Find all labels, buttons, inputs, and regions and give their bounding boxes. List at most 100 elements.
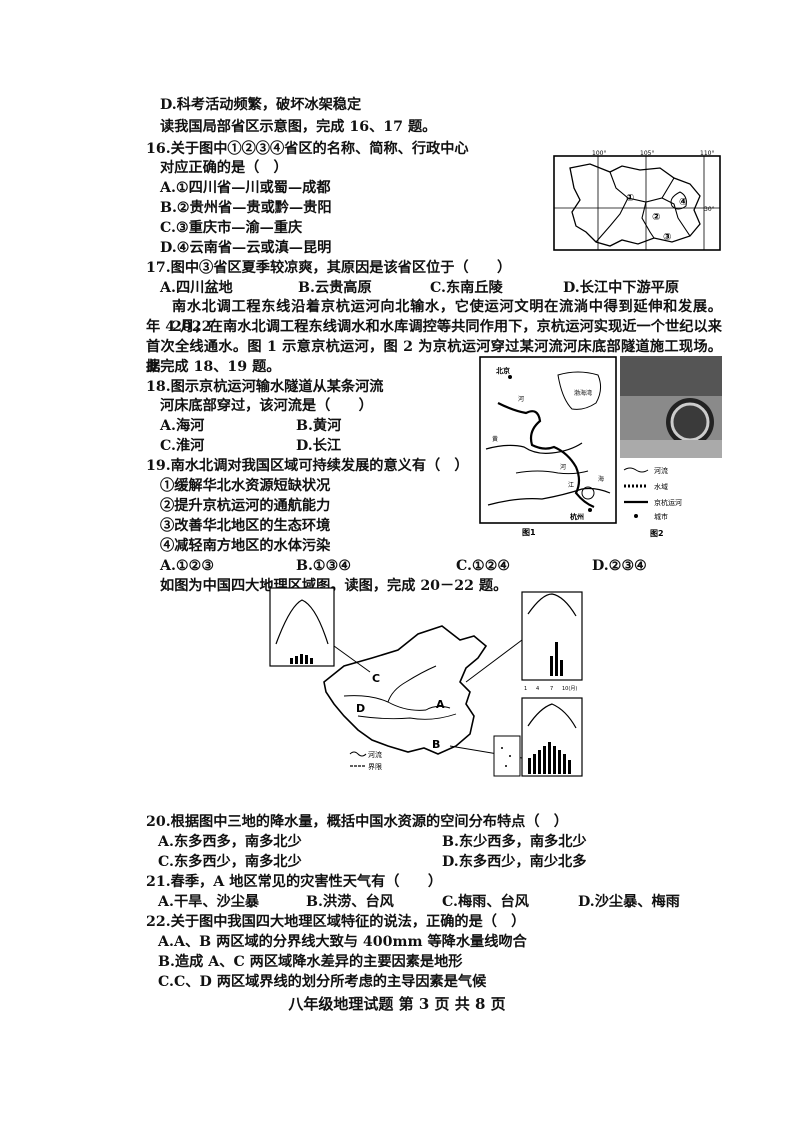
cb-bar [538, 750, 541, 774]
q19-item-1: ①缓解华北水资源短缺状况 [160, 478, 331, 494]
cr-bar [550, 656, 553, 676]
legend-river-label: 河流 [654, 466, 668, 475]
cl-bar [295, 656, 298, 664]
q19-option-c: C.①②④ [456, 558, 511, 574]
yangtze-river [487, 487, 611, 506]
province-borders [595, 171, 691, 243]
yellow-river [485, 442, 583, 454]
province-3-mark: ③ [663, 232, 671, 243]
city-hangzhou-label: 杭州 [570, 512, 584, 521]
q21-stem: 21.春季，A 地区常见的灾害性天气有（ ） [146, 874, 443, 890]
river-label-c: 河 [560, 463, 566, 471]
river-label-jiang: 江 [568, 482, 574, 489]
cb-bar [568, 760, 571, 774]
cr-tick-7: 7 [550, 686, 553, 692]
cr-bar [560, 660, 563, 676]
river-label-b: 黄 [492, 435, 498, 443]
q19-option-d: D.②③④ [592, 558, 647, 574]
province-4-outline [670, 191, 687, 210]
cb-bar [528, 758, 531, 774]
legend-river-icon-2 [349, 751, 367, 757]
pointer-left [333, 645, 371, 673]
city-beijing-dot [508, 375, 512, 379]
q17-option-b: B.云贵高原 [298, 280, 372, 296]
cl-bar [300, 654, 303, 664]
q16-stem: 16.关于图中①②③④省区的名称、简称、行政中心 [146, 141, 469, 157]
climate-br-bars [528, 742, 571, 774]
region-d-label: D [356, 702, 365, 715]
region-b-label: B [432, 738, 440, 751]
climate-right-temp-curve [527, 593, 577, 617]
city-hangzhou-dot [588, 508, 592, 512]
sea-label: 海 [598, 475, 604, 483]
pointer-top-right [465, 639, 523, 683]
province-outlines [569, 163, 701, 247]
cb-bar [553, 746, 556, 774]
q22-option-b: B.造成 A、C 两区域降水差异的主要因素是地形 [158, 954, 463, 970]
legend-water-label: 水域 [654, 482, 668, 491]
legend-river-icon [623, 467, 649, 473]
province-4-mark: ④ [679, 197, 687, 208]
q22-option-a: A.A、B 两区域的分界线大致与 400mm 等降水量线吻合 [158, 934, 527, 950]
lake-icon [581, 486, 595, 500]
passage-line-2: 年 4 月，在南水北调工程东线调水和水库调控等共同作用下，京杭运河实现近一个世纪… [146, 319, 722, 335]
island-dot [501, 747, 503, 749]
q22-stem: 22.关于图中我国四大地理区域特征的说法，正确的是（ ） [146, 914, 526, 930]
cb-bar [548, 742, 551, 774]
cl-bar [290, 658, 293, 664]
provinces-map: 100° 105° 110° 30° ① ② ③ ④ [553, 150, 721, 251]
q19-item-4: ④减轻南方地区的水体污染 [160, 538, 331, 554]
legend-boundary-label: 界限 [368, 762, 382, 771]
q21-option-d: D.沙尘暴、梅雨 [578, 894, 680, 910]
q16-option-d: D.④云南省—云或滇—昆明 [160, 240, 332, 256]
river-label-a: 河 [518, 395, 524, 403]
q16-option-c: C.③重庆市—渝—重庆 [160, 220, 303, 236]
figure-2-label: 图2 [650, 529, 664, 538]
q20-option-a: A.东多西多，南多北少 [158, 834, 302, 850]
cr-tick-10: 10(月) [562, 686, 577, 692]
q15-option-d: D.科考活动频繁，破坏冰架稳定 [160, 97, 362, 113]
tunnel-ring [670, 402, 710, 442]
q18-option-b: B.黄河 [296, 418, 342, 434]
island-dot [509, 755, 511, 757]
island-dot [505, 765, 507, 767]
q19-item-2: ②提升京杭运河的通航能力 [160, 498, 331, 514]
passage-line-1: 南水北调工程东线沿着京杭运河向北输水，它使运河文明在流淌中得到延伸和发展。202… [172, 299, 722, 335]
passage-line-4: 此完成 18、19 题。 [146, 359, 281, 375]
lon-label-100: 100° [592, 150, 606, 157]
q20-option-d: D.东多西少，南少北多 [442, 854, 587, 870]
tunnel-photo [620, 356, 722, 458]
climate-right-bars [550, 642, 563, 676]
q17-option-a: A.四川盆地 [160, 280, 233, 296]
q21-option-b: B.洪涝、台风 [306, 894, 394, 910]
q19-stem: 19.南水北调对我国区域可持续发展的意义有（ ） [146, 458, 469, 474]
q16-stem-cont: 对应正确的是（ ） [160, 160, 288, 176]
cb-bar [558, 750, 561, 774]
climate-br-temp-curve [527, 703, 577, 729]
lon-label-105: 105° [640, 150, 654, 157]
cl-bar [305, 655, 308, 664]
q18-option-c: C.淮河 [160, 438, 205, 454]
city-beijing-label: 北京 [496, 366, 510, 375]
canal-map-figure-1: 北京 杭州 河 黄 河 江 海 渤海湾 图1 [479, 356, 617, 537]
legend-city-label: 城市 [654, 512, 668, 521]
page-footer: 八年级地理试题 第 3 页 共 8 页 [288, 995, 506, 1013]
q19-option-b: B.①③④ [296, 558, 352, 574]
q17-stem: 17.图中③省区夏季较凉爽，其原因是该省区位于（ ） [146, 260, 512, 276]
legend-canal-label: 京杭运河 [654, 498, 682, 507]
q20-option-c: C.东多西少，南多北少 [158, 854, 302, 870]
q19-item-3: ③改善华北地区的生态环境 [160, 518, 331, 534]
lat-label-30: 30° [704, 206, 715, 213]
photo-sky [620, 356, 722, 396]
huai-river [515, 470, 589, 475]
q17-option-d: D.长江中下游平原 [563, 280, 680, 296]
legend-river-label-2: 河流 [368, 750, 382, 759]
bohai-coast [557, 371, 602, 410]
climate-chart-bottom-right [521, 697, 583, 777]
q16-option-a: A.①四川省—川或蜀—成都 [160, 180, 331, 196]
q20-option-b: B.东少西多，南多北少 [442, 834, 587, 850]
passage-line-3: 首次全线通水。图 1 示意京杭运河，图 2 为京杭运河穿过某河流河床底部隧道施工… [146, 339, 722, 375]
q20-stem: 20.根据图中三地的降水量，概括中国水资源的空间分布特点（ ） [146, 814, 568, 830]
intro-16-17: 读我国局部省区示意图，完成 16、17 题。 [160, 119, 437, 135]
climate-left-bars [290, 654, 313, 664]
